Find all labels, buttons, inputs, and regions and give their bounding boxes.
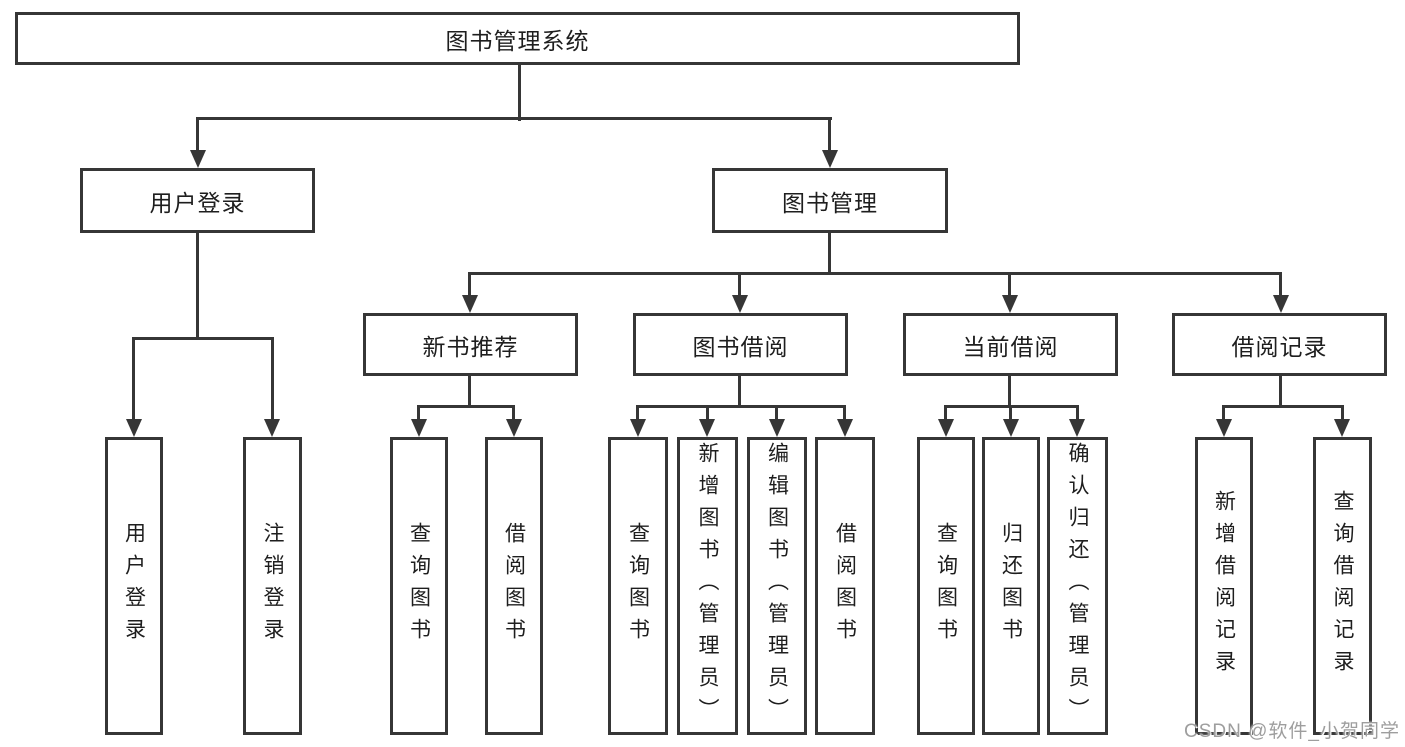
leaf-confirm-return-admin: 确认归还（管理员） [1047, 437, 1108, 735]
arrow-down-icon [769, 419, 785, 437]
arrow-down-icon [411, 419, 427, 437]
connector-line [518, 63, 521, 121]
connector-line [1222, 405, 1225, 422]
node-new-book-recommendation: 新书推荐 [363, 313, 578, 376]
connector-line [196, 231, 199, 340]
leaf-edit-books-admin: 编辑图书（管理员） [747, 437, 807, 735]
arrow-down-icon [1069, 419, 1085, 437]
arrow-down-icon [630, 419, 646, 437]
arrow-down-icon [1216, 419, 1232, 437]
leaf-query-books-current: 查询图书 [917, 437, 975, 735]
connector-line [775, 405, 778, 422]
arrow-down-icon [190, 150, 206, 168]
arrow-down-icon [1334, 419, 1350, 437]
arrow-down-icon [938, 419, 954, 437]
node-book-management: 图书管理 [712, 168, 948, 233]
csdn-watermark: CSDN @软件_小贺同学 [1184, 721, 1400, 742]
leaf-logout-login: 注销登录 [243, 437, 302, 735]
arrow-down-icon [1002, 295, 1018, 313]
connector-line [1076, 405, 1079, 422]
connector-line [1341, 405, 1344, 422]
connector-line [1009, 405, 1012, 422]
connector-line [828, 117, 831, 154]
connector-line [1008, 272, 1011, 300]
node-book-borrowing: 图书借阅 [633, 313, 848, 376]
connector-line [738, 376, 741, 408]
connector-line [196, 117, 832, 120]
connector-line [271, 337, 274, 422]
leaf-borrow-books: 借阅图书 [815, 437, 875, 735]
connector-line [1008, 376, 1011, 408]
connector-line [512, 405, 515, 422]
leaf-query-borrow-record: 查询借阅记录 [1313, 437, 1372, 735]
arrow-down-icon [1003, 419, 1019, 437]
leaf-add-borrow-record: 新增借阅记录 [1195, 437, 1253, 735]
arrow-down-icon [1273, 295, 1289, 313]
connector-line [417, 405, 420, 422]
arrow-down-icon [506, 419, 522, 437]
arrow-down-icon [462, 295, 478, 313]
node-borrowing-records: 借阅记录 [1172, 313, 1387, 376]
connector-line [828, 231, 831, 275]
connector-line [706, 405, 709, 422]
connector-line [1279, 272, 1282, 300]
arrow-down-icon [837, 419, 853, 437]
leaf-query-books-recommend: 查询图书 [390, 437, 448, 735]
arrow-down-icon [732, 295, 748, 313]
connector-line [418, 405, 515, 408]
arrow-down-icon [264, 419, 280, 437]
connector-line [1223, 405, 1344, 408]
connector-line [944, 405, 947, 422]
leaf-borrow-books-recommend: 借阅图书 [485, 437, 543, 735]
connector-line [738, 272, 741, 300]
connector-line [196, 117, 199, 154]
node-current-borrowing: 当前借阅 [903, 313, 1118, 376]
arrow-down-icon [822, 150, 838, 168]
connector-line [468, 376, 471, 408]
arrow-down-icon [126, 419, 142, 437]
leaf-return-books: 归还图书 [982, 437, 1040, 735]
connector-line [469, 272, 1282, 275]
connector-line [636, 405, 639, 422]
connector-line [843, 405, 846, 422]
node-library-management-system: 图书管理系统 [15, 12, 1020, 65]
leaf-user-login: 用户登录 [105, 437, 163, 735]
leaf-query-books-borrowing: 查询图书 [608, 437, 668, 735]
connector-line [637, 405, 846, 408]
node-user-login: 用户登录 [80, 168, 315, 233]
connector-line [132, 337, 135, 422]
connector-line [1279, 376, 1282, 408]
arrow-down-icon [699, 419, 715, 437]
connector-line [468, 272, 471, 300]
leaf-add-books-admin: 新增图书（管理员） [677, 437, 738, 735]
connector-line [133, 337, 274, 340]
